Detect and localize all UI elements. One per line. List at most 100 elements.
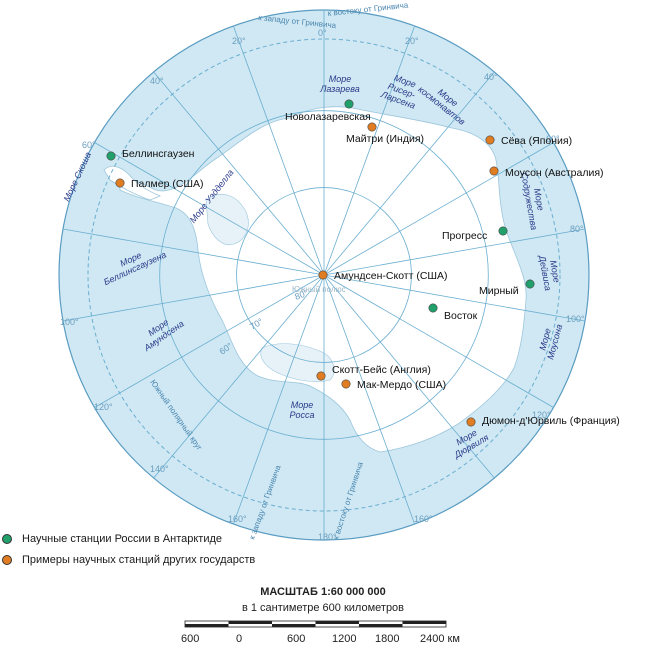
station-label: Прогресс bbox=[442, 230, 487, 242]
russia-station-icon bbox=[2, 534, 12, 545]
station-mirny: Мирный bbox=[479, 279, 535, 297]
station-label: Беллинсгаузен bbox=[122, 148, 195, 160]
station-marker bbox=[428, 303, 438, 313]
station-label: Мак-Мердо (США) bbox=[357, 379, 446, 391]
station-marker bbox=[489, 166, 499, 176]
station-marker bbox=[485, 135, 495, 145]
station-marker bbox=[316, 371, 326, 381]
station-marker bbox=[344, 99, 354, 109]
station-label: Палмер (США) bbox=[131, 178, 204, 190]
station-amundsen-scott: Амундсен-Скотт (США) bbox=[318, 270, 448, 282]
station-label: Дюмон-д'Юрвиль (Франция) bbox=[482, 415, 620, 427]
station-vostok: Восток bbox=[428, 303, 478, 322]
station-mcmurdo: Мак-Мердо (США) bbox=[341, 379, 446, 391]
lat-label-80: 80° bbox=[293, 288, 310, 302]
meridian-line bbox=[153, 274, 325, 479]
scale-bar-segment bbox=[359, 624, 403, 627]
station-mawson: Моусон (Австралия) bbox=[489, 166, 604, 179]
lon-label-100e: 100° bbox=[566, 314, 585, 324]
station-novolazarevskaya: Новолазаревская bbox=[285, 99, 371, 123]
lon-label-160w: 160° bbox=[228, 514, 247, 524]
scale-tick-label: 600 bbox=[181, 633, 200, 645]
station-syowa: Сёва (Япония) bbox=[485, 135, 572, 147]
lon-label-80e: 80° bbox=[570, 224, 584, 234]
lon-label-160e: 160° bbox=[414, 514, 433, 524]
scale-bar-segment bbox=[185, 624, 229, 627]
lon-label-100w: 100° bbox=[60, 317, 79, 327]
pole-label: Южный полюс bbox=[292, 285, 346, 294]
lon-label-20w: 20° bbox=[232, 36, 246, 46]
station-label: Амундсен-Скотт (США) bbox=[334, 270, 448, 282]
station-label: Моусон (Австралия) bbox=[505, 167, 604, 179]
scale-tick-label: 600 bbox=[287, 633, 306, 645]
meridian-line bbox=[323, 142, 554, 276]
lon-label-180: 180° bbox=[318, 532, 337, 542]
station-label: Мирный bbox=[479, 285, 519, 297]
station-marker bbox=[466, 417, 476, 427]
scale-bar bbox=[184, 620, 447, 628]
meridian-line bbox=[232, 274, 325, 525]
meridian-line bbox=[323, 274, 554, 408]
lon-label-60w: 60° bbox=[82, 140, 96, 150]
station-dumont: Дюмон-д'Юрвиль (Франция) bbox=[466, 415, 620, 427]
ross-ice-shelf bbox=[260, 343, 335, 382]
meridian-line bbox=[323, 274, 495, 479]
lon-label-120e: 120° bbox=[532, 410, 551, 420]
scale-subtitle: в 1 сантиметре 600 километров bbox=[241, 602, 405, 614]
station-progress: Прогресс bbox=[442, 226, 508, 242]
scale-tick-label: 1800 bbox=[375, 633, 400, 645]
scale-bar-segment bbox=[402, 621, 446, 624]
station-marker bbox=[525, 279, 535, 289]
lon-label-20e: 20° bbox=[405, 36, 419, 46]
meridian-line bbox=[323, 274, 416, 525]
station-label: Восток bbox=[444, 310, 478, 322]
meridian-line bbox=[94, 142, 325, 276]
meridian-line bbox=[94, 274, 325, 408]
scale-bar-segment bbox=[228, 621, 272, 624]
scale-bar-segment bbox=[272, 624, 316, 627]
legend-foreign-text: Примеры научных станций других государст… bbox=[22, 554, 256, 566]
lon-label-0: 0° bbox=[318, 28, 327, 38]
legend-russia: Научные станции России в Антарктиде bbox=[0, 533, 222, 545]
station-scott-base: Скотт-Бейс (Англия) bbox=[316, 364, 431, 381]
lon-label-140w: 140° bbox=[150, 464, 169, 474]
station-marker bbox=[341, 379, 351, 389]
meridian-line bbox=[62, 274, 325, 322]
meridian-line bbox=[323, 228, 586, 276]
scale-title: МАСШТАБ 1:60 000 000 bbox=[260, 586, 386, 598]
lon-label-40e: 40° bbox=[484, 72, 498, 82]
legend-foreign: Примеры научных станций других государст… bbox=[0, 554, 255, 566]
lon-label-40w: 40° bbox=[150, 76, 164, 86]
station-marker bbox=[318, 270, 328, 280]
station-marker bbox=[106, 151, 116, 161]
meridian-line bbox=[323, 71, 495, 276]
station-label: Скотт-Бейс (Англия) bbox=[332, 364, 431, 376]
station-marker bbox=[367, 122, 377, 132]
station-palmer: Палмер (США) bbox=[115, 178, 204, 190]
scale-bar-segment bbox=[315, 621, 359, 624]
station-label: Майтри (Индия) bbox=[346, 133, 424, 145]
foreign-station-icon bbox=[2, 555, 12, 566]
scale-tick-label: 1200 bbox=[332, 633, 357, 645]
scale-tick-label: 2400 км bbox=[420, 633, 460, 645]
meridian-line bbox=[153, 71, 325, 276]
station-bellingshausen: Беллинсгаузен bbox=[106, 148, 195, 161]
meridian-line bbox=[323, 25, 416, 276]
meridian-line bbox=[323, 274, 586, 322]
station-label: Сёва (Япония) bbox=[501, 135, 572, 147]
station-marker bbox=[498, 226, 508, 236]
scale-tick-label: 0 bbox=[236, 633, 243, 645]
station-maitri: Майтри (Индия) bbox=[346, 122, 424, 145]
lon-label-120w: 120° bbox=[94, 402, 113, 412]
station-label: Новолазаревская bbox=[285, 111, 371, 123]
graticule bbox=[62, 10, 586, 540]
polar-circle-line bbox=[87, 38, 561, 512]
lon-label-60e: 60° bbox=[546, 134, 560, 144]
legend-russia-text: Научные станции России в Антарктиде bbox=[22, 533, 223, 545]
meridian-line bbox=[62, 228, 325, 276]
antarctic-peninsula bbox=[103, 165, 162, 201]
